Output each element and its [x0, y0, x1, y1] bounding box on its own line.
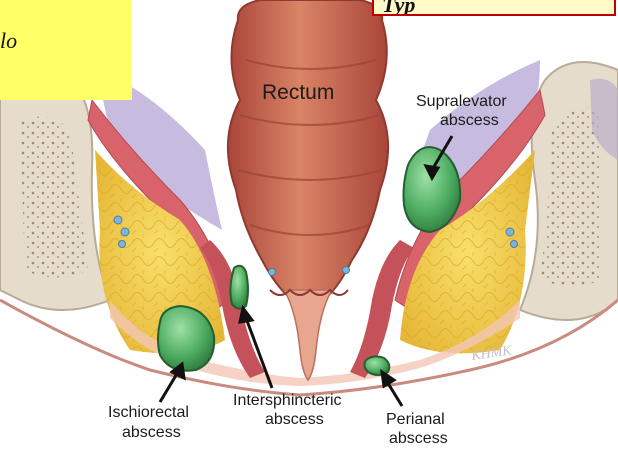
intersphincteric-label-line1: Intersphincteric	[233, 392, 342, 409]
intersphincteric-abscess	[230, 266, 248, 309]
ischiorectal-label-line2: abscess	[122, 424, 181, 441]
title-box: Typ	[372, 0, 616, 16]
corner-note-text: lo	[0, 28, 17, 54]
anal-canal	[284, 290, 332, 380]
corner-note-box: lo	[0, 0, 132, 100]
perianal-label-line1: Perianal	[386, 411, 445, 428]
perianal-abscess	[364, 356, 389, 375]
ischiorectal-label-line1: Ischiorectal	[108, 404, 189, 421]
perianal-label-line2: abscess	[389, 430, 448, 447]
title-text: Typ	[382, 0, 415, 16]
rectum	[228, 0, 388, 298]
supralevator-label-line1: Supralevator	[416, 93, 507, 110]
supralevator-label-line2: abscess	[440, 112, 499, 129]
intersphincteric-label-line2: abscess	[265, 411, 324, 428]
rectum-label: Rectum	[262, 81, 334, 104]
